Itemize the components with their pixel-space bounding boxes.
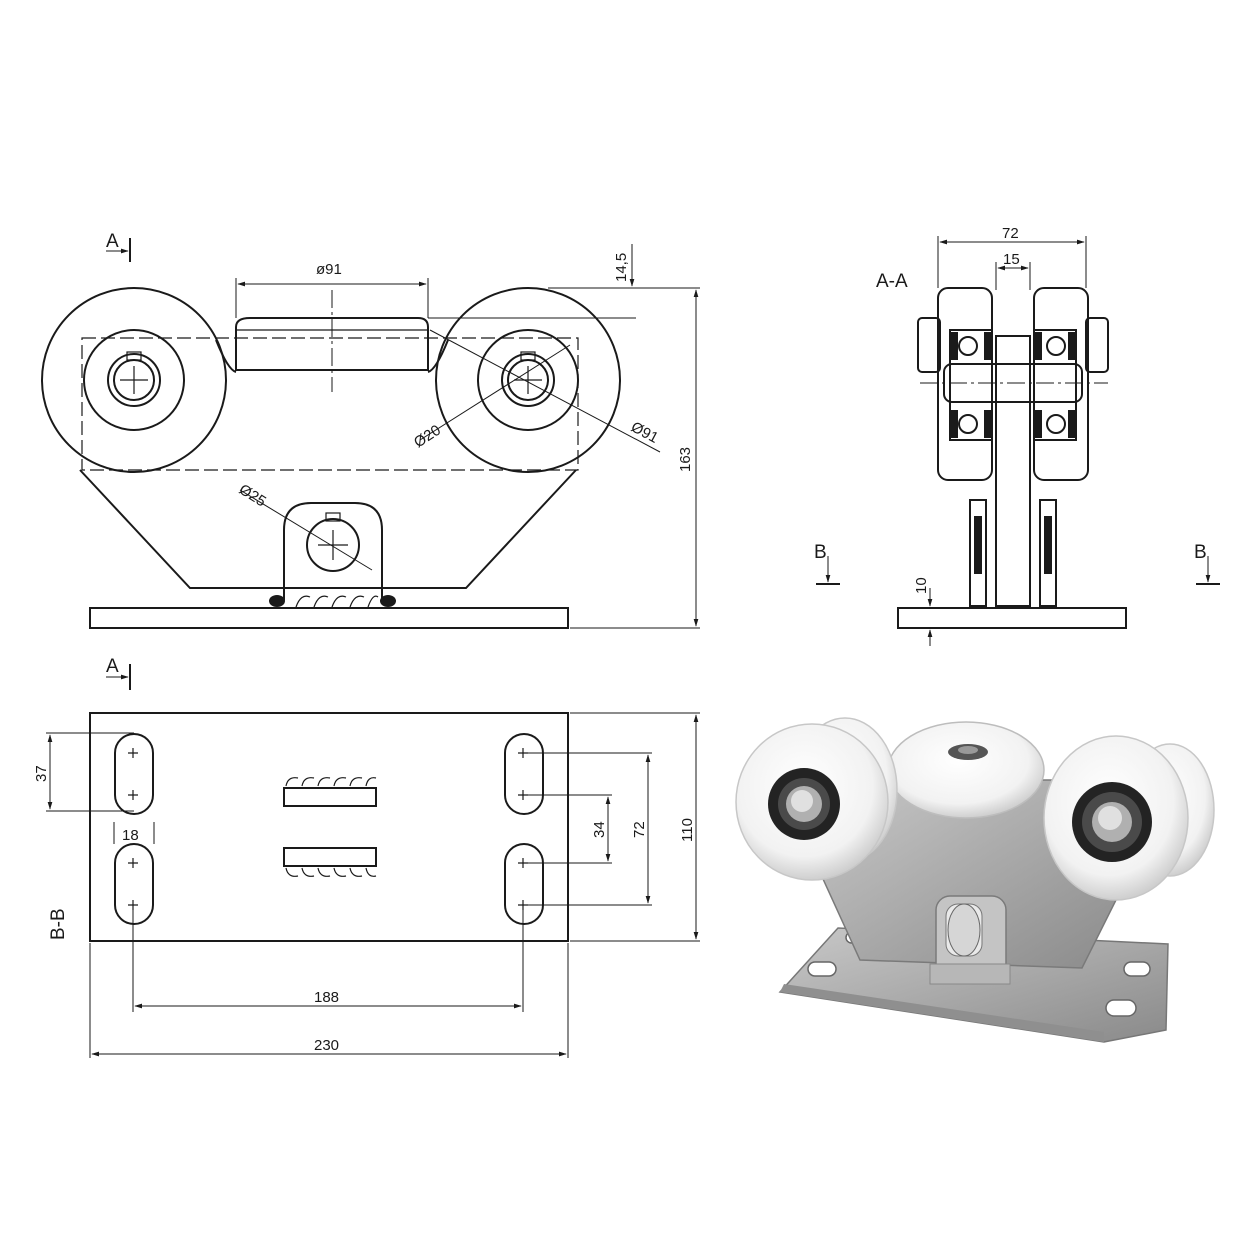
dim-plan-height-text: 110 — [679, 818, 696, 842]
center-plate — [995, 335, 1031, 607]
section-left-wheel — [937, 287, 993, 481]
dim-slot-gap-text: 18 — [122, 827, 139, 844]
dim-outer-text: 72 — [631, 821, 648, 838]
dim-offset: 14,5 — [428, 244, 700, 319]
dim-plate-text: 15 — [1003, 251, 1020, 268]
weld-beads — [269, 595, 396, 608]
right-wheel: Ø20 Ø91 — [411, 287, 661, 473]
section-a-marker-bottom: A — [106, 656, 131, 690]
dim-base-text: 10 — [913, 577, 930, 594]
dim-height-text: 163 — [677, 447, 694, 472]
section-view: A-A 72 15 — [814, 225, 1220, 646]
dim-inner-text: 34 — [591, 821, 608, 838]
top-roller-left-stub — [917, 317, 941, 373]
front-base-plate — [89, 607, 569, 629]
photo-left-wheel — [735, 717, 898, 881]
carriage-body — [79, 469, 577, 589]
dim-height: 163 — [570, 289, 700, 629]
section-right-wheel — [1033, 287, 1089, 481]
dim-holes-text: 188 — [314, 989, 339, 1006]
photo-top-roller — [887, 721, 1045, 819]
hidden-outline — [81, 337, 579, 471]
cut-a-letter-top: A — [106, 231, 119, 252]
dim-offset-text: 14,5 — [613, 253, 630, 282]
section-b-label: B-B — [48, 908, 69, 940]
front-view: A Ø25 — [41, 231, 700, 629]
mounting-slots — [114, 733, 544, 925]
dim-wheel-text: Ø91 — [628, 419, 661, 447]
top-roller: ø91 — [215, 261, 449, 392]
photo-mount — [929, 895, 1011, 985]
dim-top-wheel-text: ø91 — [316, 261, 342, 278]
section-a-marker-top: A — [106, 231, 131, 262]
left-wheel — [41, 287, 227, 473]
lower-mount — [969, 499, 1057, 607]
base-plate-plan — [89, 712, 569, 942]
product-photo — [735, 717, 1215, 1043]
dim-mount-text: Ø25 — [236, 481, 269, 510]
weld-hatch — [283, 777, 377, 877]
cut-b-letter-right: B — [1194, 542, 1207, 563]
cut-b-letter-left: B — [814, 542, 827, 563]
section-b-marker-left: B — [814, 542, 840, 585]
mount-axle: Ø25 — [236, 481, 373, 572]
plan-view: A B-B 37 18 — [33, 656, 700, 1058]
photo-right-wheel — [1043, 735, 1215, 901]
dim-width-text: 72 — [1002, 225, 1019, 242]
dim-slot-len-text: 37 — [33, 765, 50, 782]
section-a-label: A-A — [876, 271, 908, 292]
dim-axle-text: Ø20 — [411, 422, 444, 452]
section-b-marker-right: B — [1194, 542, 1220, 585]
mount-bracket — [283, 502, 383, 600]
dim-length-text: 230 — [314, 1037, 339, 1054]
top-roller-right-stub — [1085, 317, 1109, 373]
section-base-plate — [897, 607, 1127, 629]
cut-a-letter-bottom: A — [106, 656, 119, 677]
bearings — [949, 329, 1077, 441]
